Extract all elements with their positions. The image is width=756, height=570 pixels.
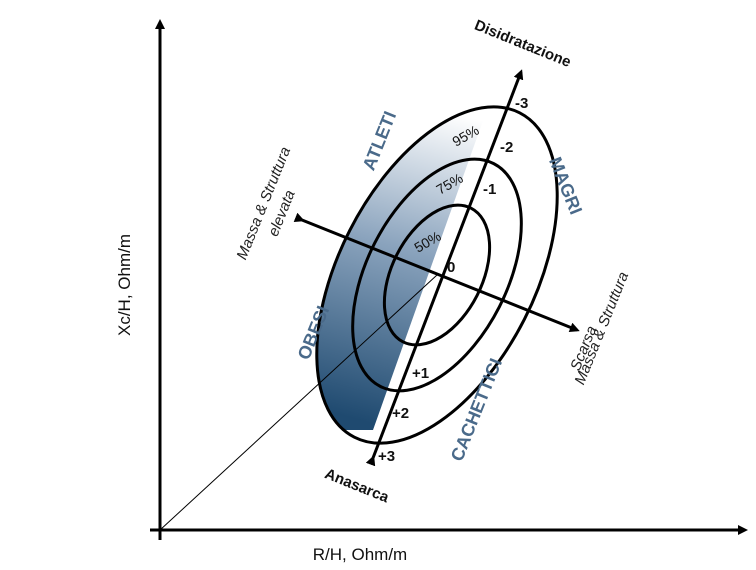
x-axis-label: R/H, Ohm/m — [313, 545, 407, 564]
tick-zero: 0 — [447, 259, 455, 276]
tick-pos3: +3 — [378, 448, 395, 465]
tick-neg3: -3 — [515, 95, 528, 112]
label-anasarca: Anasarca — [322, 465, 392, 506]
mass-axis — [293, 212, 580, 333]
tick-neg2: -2 — [500, 139, 513, 156]
label-disidratazione: Disidratazione — [472, 17, 573, 71]
label-scarsa-line2: Massa & Struttura — [571, 269, 632, 387]
tick-neg1: -1 — [483, 181, 496, 198]
tick-pos1: +1 — [412, 365, 429, 382]
y-axis-label: Xc/H, Ohm/m — [115, 234, 134, 336]
tick-pos2: +2 — [392, 405, 409, 422]
shaded-region — [267, 70, 501, 430]
region-magri: MAGRI — [545, 154, 586, 217]
